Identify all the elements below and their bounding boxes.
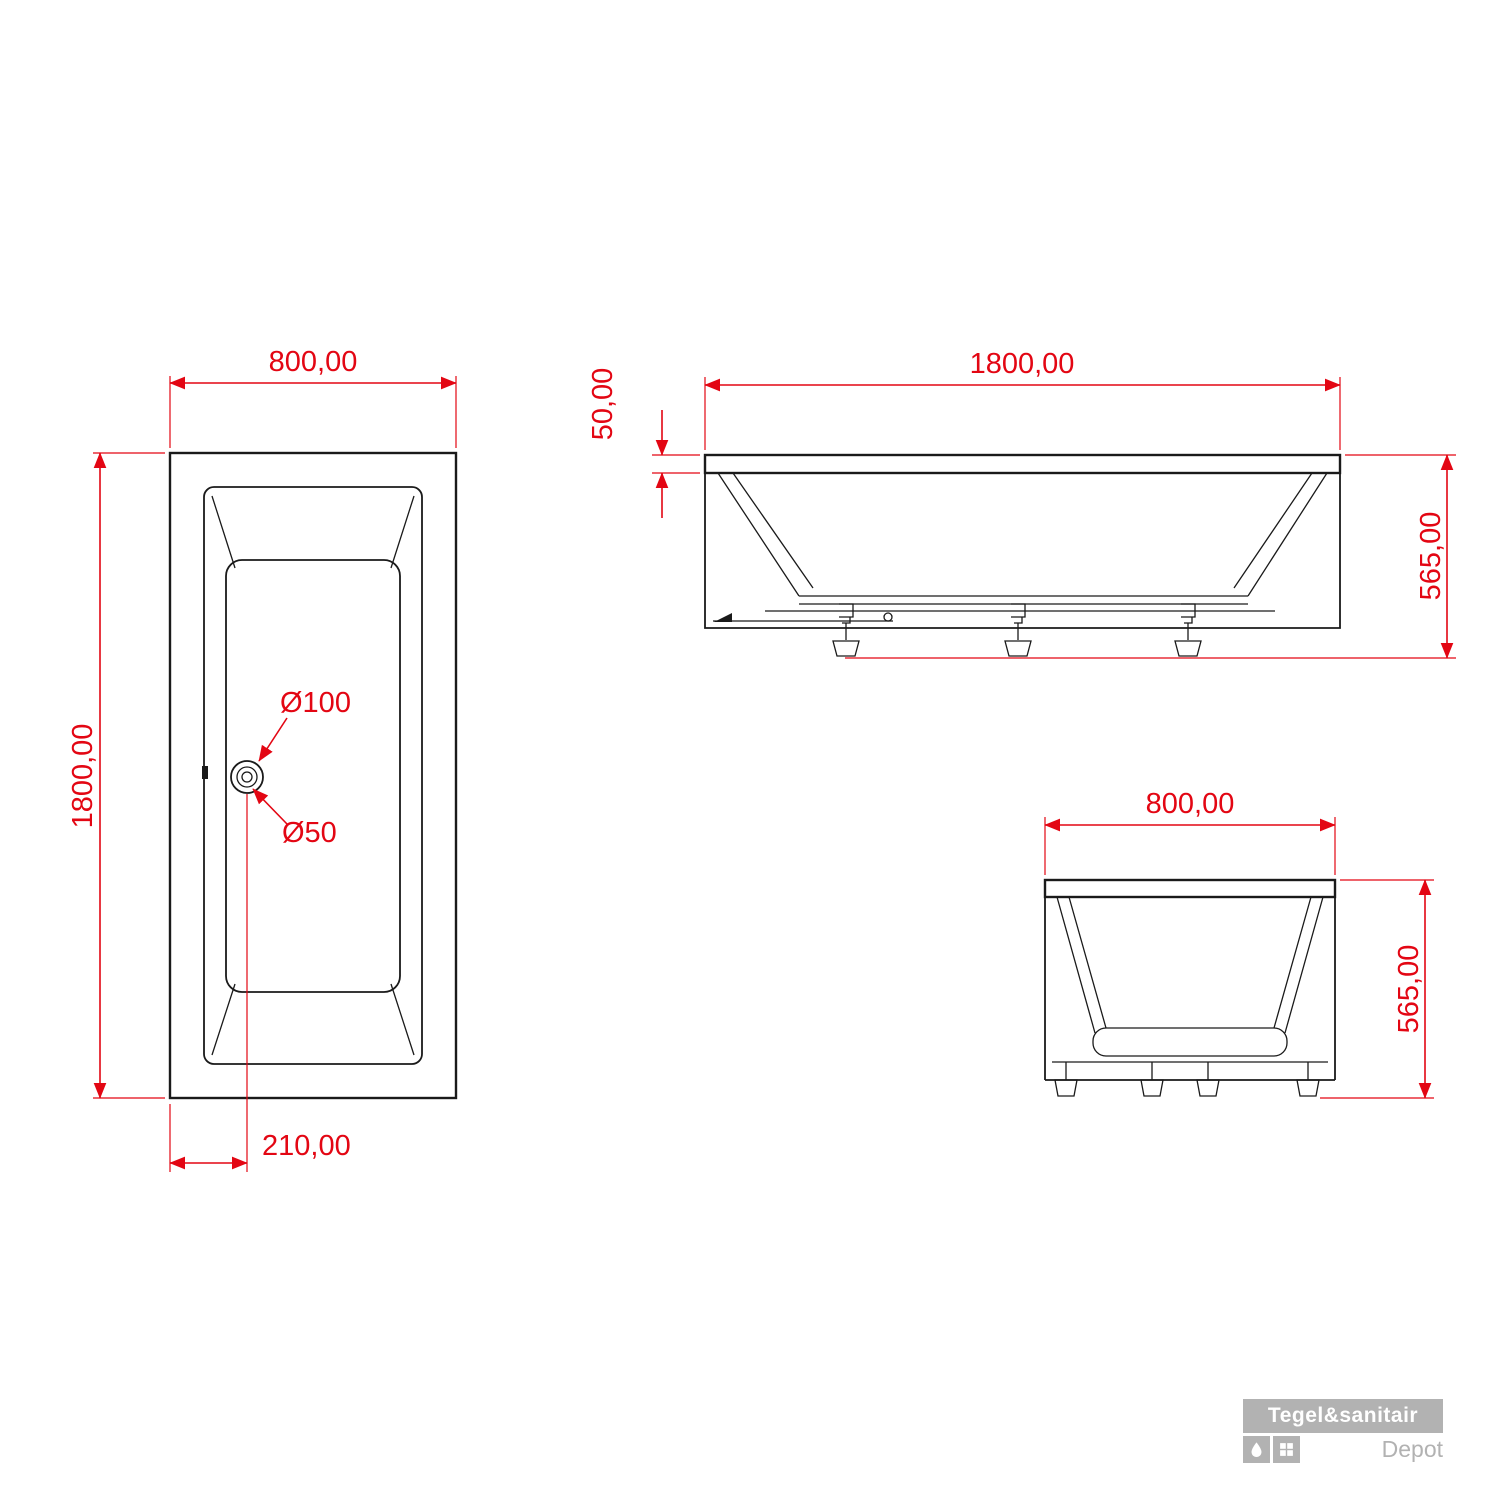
- side-leg-left: [832, 603, 860, 657]
- front-rim: [1043, 878, 1337, 899]
- front-feet: [1054, 1079, 1320, 1097]
- front-tub-profile: [1056, 896, 1324, 1034]
- drain-diameter-100-label: Ø100: [280, 687, 351, 719]
- side-tub-profile: [717, 472, 1328, 605]
- front-height-dimension-label: 565,00: [1393, 945, 1425, 1034]
- side-extension-lines: [652, 377, 1456, 659]
- top-height-dimension-label: 1800,00: [67, 724, 99, 829]
- side-frame-rail: [713, 610, 1275, 622]
- tub-corner-slopes: [211, 495, 415, 1056]
- tub-outer-rect: [168, 451, 458, 1100]
- side-view: [703, 453, 1342, 657]
- brand-sub-name: Depot: [1381, 1436, 1443, 1462]
- front-width-dimension-label: 800,00: [1146, 788, 1235, 820]
- side-leg-middle: [1004, 603, 1032, 657]
- drain-offset-label: 210,00: [262, 1130, 351, 1162]
- front-view-dimensions: 800,00 565,00: [1044, 788, 1434, 1099]
- front-apron-outline: [1044, 897, 1336, 1081]
- top-view: [168, 451, 458, 1100]
- brand-name: Tegel&sanitair: [1243, 1399, 1443, 1433]
- top-extension-lines: [93, 376, 457, 1172]
- front-view: [1043, 878, 1337, 1097]
- side-drain-outlet: [883, 612, 893, 622]
- overflow-mark: [202, 766, 208, 779]
- drain-mid-circle: [236, 766, 258, 788]
- top-width-dimension-label: 800,00: [269, 346, 358, 378]
- side-rim-dimension-label: 50,00: [587, 368, 619, 441]
- side-length-dimension-label: 1800,00: [970, 348, 1075, 380]
- brand-logo: Tegel&sanitair Depot: [1243, 1399, 1443, 1463]
- drain-50-leader: [252, 788, 288, 825]
- tub-floor-rect: [225, 559, 401, 993]
- drain-100-leader: [258, 717, 288, 762]
- side-drain-fitting: [714, 613, 732, 622]
- side-height-dimension-label: 565,00: [1415, 512, 1447, 601]
- side-leg-right: [1174, 603, 1202, 657]
- side-apron-outline: [704, 473, 1341, 629]
- drain-diameter-50-label: Ø50: [282, 817, 337, 849]
- front-frame-rail: [1052, 1061, 1328, 1080]
- drain-inner-circle: [241, 771, 253, 783]
- side-rim: [703, 453, 1342, 475]
- tiles-icon: [1273, 1436, 1300, 1463]
- side-view-dimensions: 1800,00 50,00 565,00: [587, 348, 1456, 659]
- brand-logo-row: Depot: [1243, 1436, 1443, 1463]
- top-view-dimensions: 800,00 1800,00 Ø100 Ø50 210,00: [67, 346, 457, 1172]
- droplet-icon: [1243, 1436, 1270, 1463]
- drain-outer-circle: [230, 760, 264, 794]
- front-tub-floor: [1092, 1027, 1288, 1057]
- front-extension-lines: [1044, 817, 1434, 1099]
